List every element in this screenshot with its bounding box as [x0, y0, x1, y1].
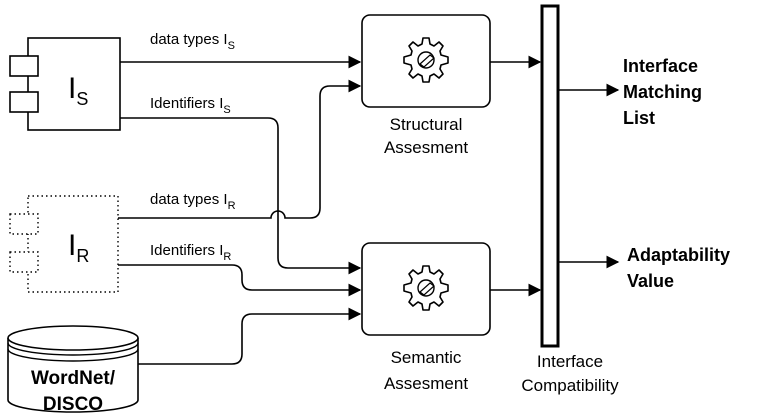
output-adaptability-line2: Value — [627, 271, 674, 291]
svg-text:IS: IS — [68, 72, 88, 109]
database-label-line1: WordNet/ — [31, 368, 116, 389]
edge-identifiers-is — [120, 117, 362, 275]
semantic-assessment-box — [361, 242, 491, 336]
edge-identifiers-ir — [118, 264, 362, 297]
compatibility-label-line1: Interface — [537, 352, 603, 371]
label-identifiers-ir: Identifiers IR — [150, 242, 231, 263]
label-identifiers-is: Identifiers IS — [150, 95, 231, 116]
database-label-line2: DISCO — [43, 394, 103, 415]
output-adaptability-line1: Adaptability — [627, 245, 730, 265]
edge-database-semantic — [138, 307, 362, 365]
component-ir-label: I — [68, 229, 76, 262]
output-matching-line3: List — [623, 108, 655, 128]
label-data-types-is: data types IS — [150, 31, 235, 52]
edge-data-types-ir — [118, 79, 362, 219]
semantic-label-line2: Assesment — [384, 374, 468, 393]
svg-text:IR: IR — [68, 229, 89, 266]
database-wordnet-disco: WordNet/ DISCO — [7, 325, 139, 415]
compatibility-label-line2: Compatibility — [521, 376, 619, 395]
label-data-types-ir: data types IR — [150, 191, 236, 212]
component-is: IS — [9, 37, 121, 131]
structural-assessment-box — [361, 14, 491, 108]
interface-compatibility-bar — [540, 4, 560, 348]
semantic-label-line1: Semantic — [391, 348, 462, 367]
component-ir-subscript: R — [76, 246, 89, 266]
component-ir: IR — [9, 195, 119, 293]
structural-label-line2: Assesment — [384, 138, 468, 157]
structural-label-line1: Structural — [390, 115, 463, 134]
component-is-subscript: S — [76, 89, 88, 109]
output-matching-line1: Interface — [623, 56, 698, 76]
output-matching-line2: Matching — [623, 82, 702, 102]
component-is-label: I — [68, 72, 76, 105]
